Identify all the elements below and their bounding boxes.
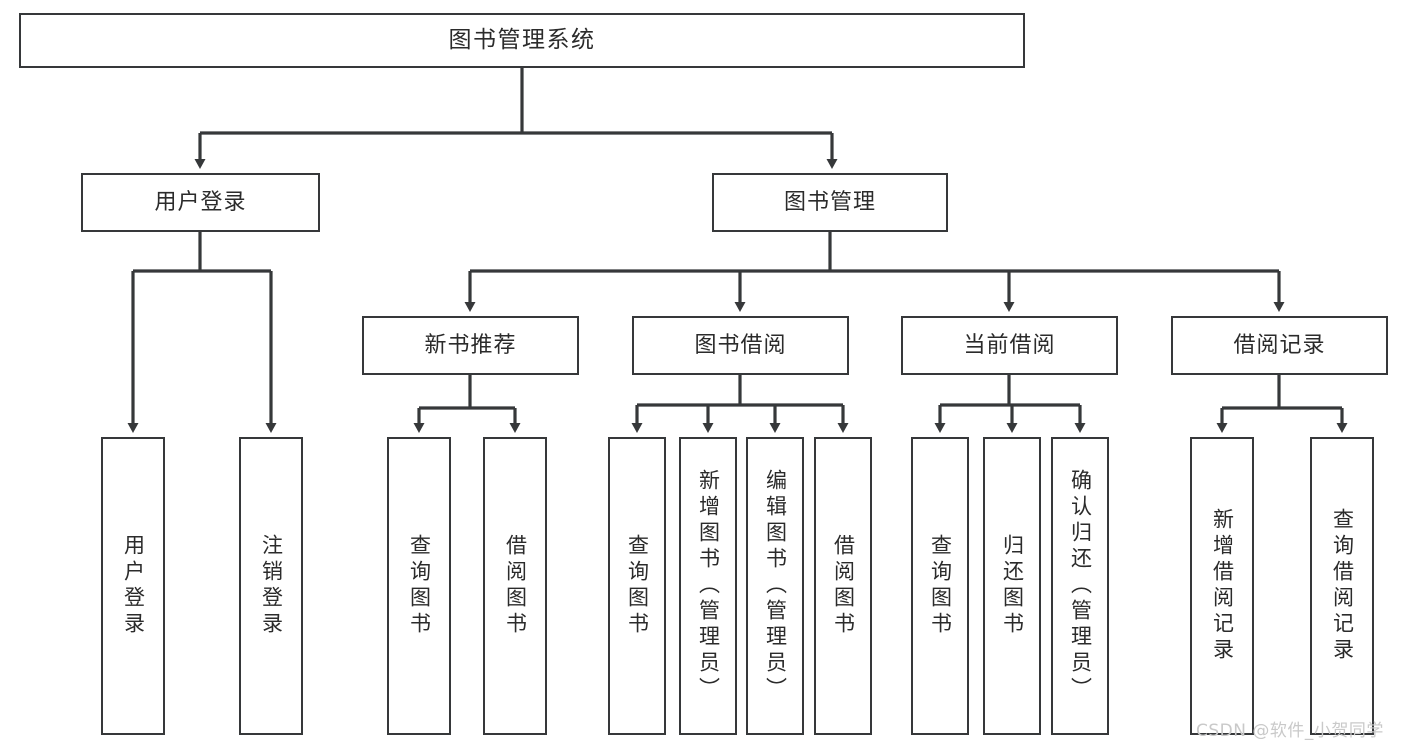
leaf-newbook-query-books-label: 查询图书 — [407, 534, 432, 638]
leaf-add-book-admin-label: 新增图书（管理员） — [696, 469, 721, 703]
leaf-return-books-label: 归还图书 — [1000, 534, 1025, 638]
node-book-management-label: 图书管理 — [783, 189, 876, 215]
leaf-query-borrow-record-label: 查询借阅记录 — [1330, 508, 1355, 664]
leaf-add-book-admin[interactable]: 新增图书（管理员） — [679, 437, 737, 735]
node-root[interactable]: 图书管理系统 — [19, 13, 1025, 68]
node-root-label: 图书管理系统 — [448, 26, 596, 53]
leaf-user-login[interactable]: 用户登录 — [101, 437, 165, 735]
leaf-query-borrow-record[interactable]: 查询借阅记录 — [1310, 437, 1374, 735]
leaf-return-books[interactable]: 归还图书 — [983, 437, 1041, 735]
leaf-current-query-books-label: 查询图书 — [928, 534, 953, 638]
leaf-newbook-borrow-books[interactable]: 借阅图书 — [483, 437, 547, 735]
leaf-logout-login-label: 注销登录 — [259, 534, 284, 638]
leaf-logout-login[interactable]: 注销登录 — [239, 437, 303, 735]
node-book-borrow[interactable]: 图书借阅 — [632, 316, 849, 375]
node-book-management[interactable]: 图书管理 — [712, 173, 948, 232]
node-user-login-label: 用户登录 — [154, 189, 247, 215]
node-user-login[interactable]: 用户登录 — [81, 173, 320, 232]
leaf-confirm-return-admin-label: 确认归还（管理员） — [1068, 469, 1093, 703]
node-book-borrow-label: 图书借阅 — [694, 332, 787, 358]
node-new-book-recommend-label: 新书推荐 — [424, 332, 517, 358]
node-current-borrow-label: 当前借阅 — [963, 332, 1056, 358]
leaf-confirm-return-admin[interactable]: 确认归还（管理员） — [1051, 437, 1109, 735]
leaf-user-login-label: 用户登录 — [121, 534, 146, 638]
leaf-borrow-query-books-label: 查询图书 — [625, 534, 650, 638]
node-borrow-record-label: 借阅记录 — [1233, 332, 1326, 358]
node-new-book-recommend[interactable]: 新书推荐 — [362, 316, 579, 375]
leaf-borrow-books[interactable]: 借阅图书 — [814, 437, 872, 735]
leaf-edit-book-admin[interactable]: 编辑图书（管理员） — [746, 437, 804, 735]
node-borrow-record[interactable]: 借阅记录 — [1171, 316, 1388, 375]
leaf-newbook-query-books[interactable]: 查询图书 — [387, 437, 451, 735]
leaf-add-borrow-record-label: 新增借阅记录 — [1210, 508, 1235, 664]
node-current-borrow[interactable]: 当前借阅 — [901, 316, 1118, 375]
leaf-edit-book-admin-label: 编辑图书（管理员） — [763, 469, 788, 703]
csdn-watermark: CSDN @软件_小贺同学 — [1196, 721, 1384, 741]
leaf-current-query-books[interactable]: 查询图书 — [911, 437, 969, 735]
leaf-borrow-query-books[interactable]: 查询图书 — [608, 437, 666, 735]
leaf-newbook-borrow-books-label: 借阅图书 — [503, 534, 528, 638]
leaf-add-borrow-record[interactable]: 新增借阅记录 — [1190, 437, 1254, 735]
leaf-borrow-books-label: 借阅图书 — [831, 534, 856, 638]
